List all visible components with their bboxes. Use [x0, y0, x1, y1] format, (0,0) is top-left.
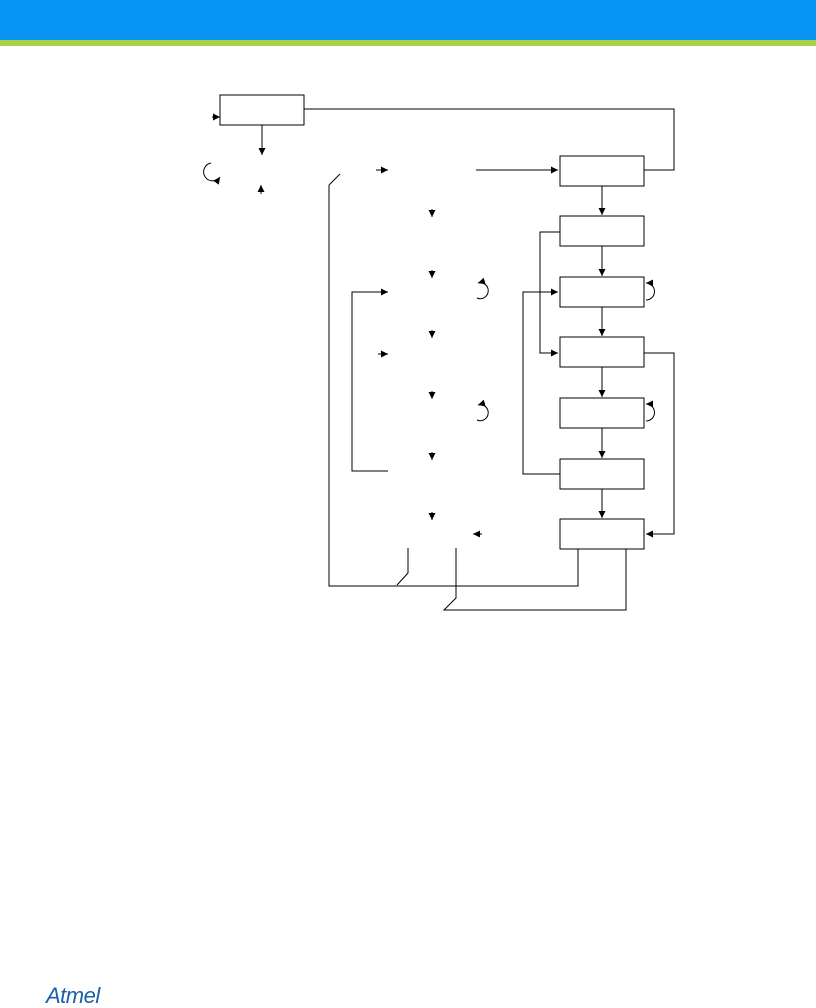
- connector: [351, 288, 388, 472]
- self-loop-arrow: [645, 279, 655, 301]
- state-box-4: [559, 336, 645, 368]
- header-accent-stripe: [0, 40, 816, 46]
- connector: [328, 185, 579, 587]
- connector: [396, 548, 409, 586]
- connector: [644, 352, 675, 538]
- state-box-3: [559, 276, 645, 308]
- state-box-6: [559, 458, 645, 490]
- self-loop-arrow: [645, 400, 655, 422]
- header-band: [0, 0, 816, 40]
- atmel-logo: Atmel: [46, 983, 100, 1008]
- connector: [304, 108, 675, 171]
- state-box-7: [559, 518, 645, 550]
- connector: [522, 288, 560, 475]
- connector: [442, 548, 627, 611]
- self-loop-arrow: [476, 277, 489, 300]
- self-loop-arrow: [476, 399, 489, 422]
- state-box-1: [559, 155, 645, 187]
- connector: [328, 173, 341, 186]
- self-loop-arrow: [203, 162, 221, 185]
- top-left-state-box: [219, 94, 305, 126]
- state-box-2: [559, 215, 645, 247]
- state-box-5: [559, 397, 645, 429]
